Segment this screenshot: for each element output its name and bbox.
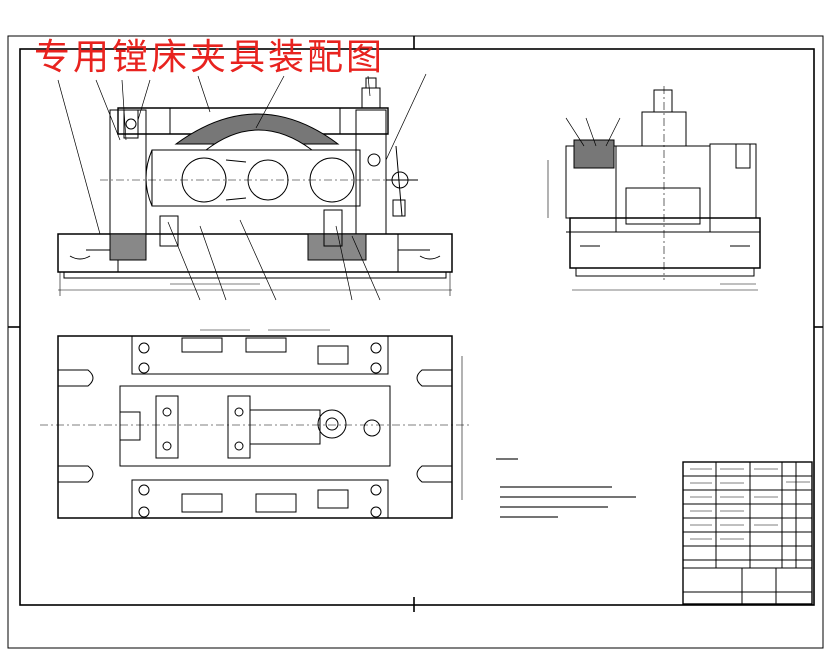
- inner-frame: [19, 48, 815, 606]
- front-view: [57, 73, 453, 301]
- technical-notes: [496, 455, 646, 529]
- plan-view: [40, 329, 470, 519]
- title-block: [682, 461, 813, 605]
- drawing-title: 专用镗床夹具装配图: [34, 37, 386, 78]
- side-view: [547, 86, 761, 291]
- notes-text-block: [496, 458, 636, 518]
- outer-frame: [7, 35, 824, 649]
